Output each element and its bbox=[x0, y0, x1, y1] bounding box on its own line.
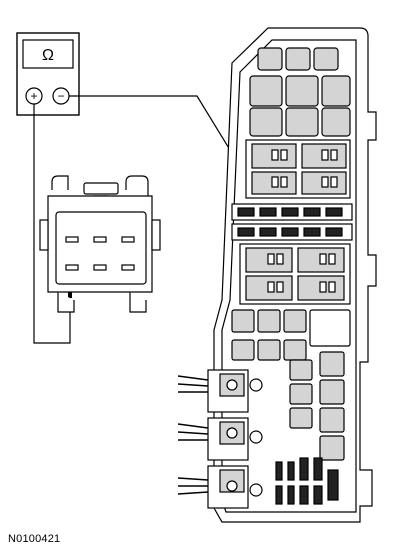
top-relay-grid bbox=[249, 47, 351, 137]
relay-block-upper bbox=[245, 139, 351, 199]
negative-terminal-label: − bbox=[57, 89, 64, 103]
bottom-fuses bbox=[275, 457, 339, 505]
meter-display-symbol: Ω bbox=[42, 47, 54, 64]
ohmmeter-icon: Ω + − bbox=[16, 32, 80, 116]
positive-test-lead bbox=[33, 104, 71, 344]
positive-terminal-label: + bbox=[30, 89, 37, 103]
relay-block-lower bbox=[239, 243, 351, 305]
fuse-box-icon bbox=[177, 27, 377, 523]
mini-fuse-rows bbox=[231, 203, 353, 241]
lower-relay-grid bbox=[231, 309, 351, 461]
terminal-posts bbox=[207, 369, 263, 509]
figure-code: N0100421 bbox=[8, 533, 61, 545]
connector-icon bbox=[39, 175, 161, 313]
wire-tails bbox=[177, 375, 209, 495]
